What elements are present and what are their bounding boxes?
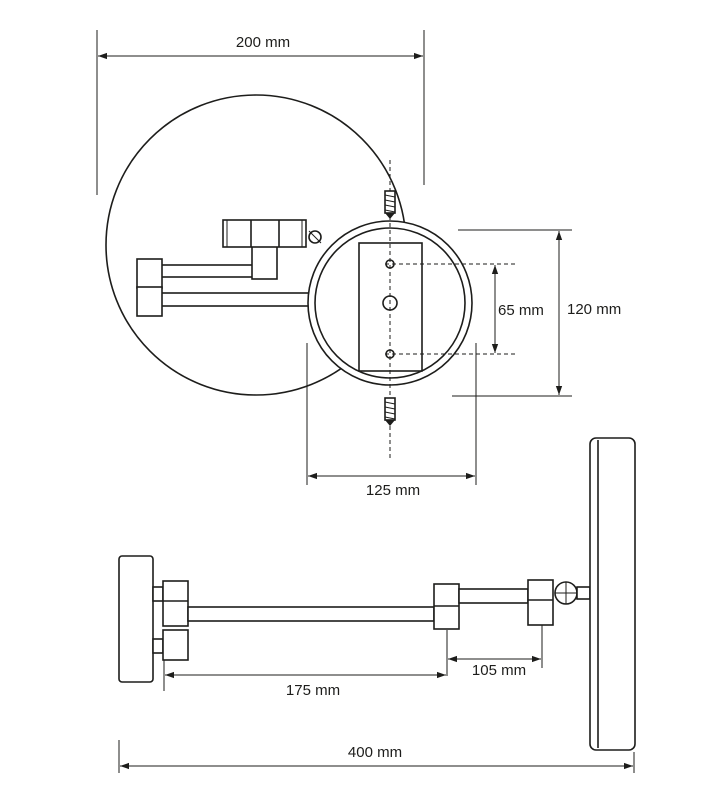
long-arm-label: 175 mm (286, 682, 340, 699)
hole-spacing-label: 65 mm (498, 302, 544, 319)
dimension-plate-height: 120 mm (452, 229, 621, 397)
dimension-mirror-diameter: 200 mm (96, 30, 425, 195)
front-arm-knuckle-top (136, 258, 163, 289)
center-hole (382, 295, 398, 311)
front-arm-knuckle-bottom (136, 286, 163, 317)
front-view (105, 94, 515, 460)
dimension-short-arm: 105 mm (446, 625, 543, 679)
dimension-long-arm: 175 mm (163, 660, 446, 699)
front-arm-assembly (136, 219, 322, 317)
upper-screw (384, 190, 396, 219)
plate-width-label: 125 mm (366, 482, 420, 499)
front-arm-upper-bar (159, 264, 257, 278)
side-wall-plate (118, 555, 154, 683)
front-arm-lower-bar (159, 292, 311, 307)
dimension-plate-width: 125 mm (306, 343, 477, 499)
side-mirror-connector (576, 586, 591, 600)
dimension-hole-spacing: 65 mm (491, 265, 544, 353)
upper-screw-hole (385, 259, 395, 269)
lower-screw (384, 397, 396, 426)
total-length-label: 400 mm (348, 744, 402, 761)
dimension-total-length: 400 mm (118, 740, 635, 773)
side-mirror (589, 437, 636, 751)
plate-height-label: 120 mm (567, 301, 621, 318)
short-arm-label: 105 mm (472, 662, 526, 679)
side-plate-stub-top (152, 586, 164, 602)
side-knuckle-top (162, 580, 189, 627)
side-plate-stub-bottom (152, 638, 164, 654)
mirror-diameter-label: 200 mm (236, 34, 290, 51)
side-hinge-block (527, 579, 554, 626)
side-knuckle-bottom (162, 629, 189, 661)
side-long-arm (187, 606, 435, 622)
front-arm-hinge-block (222, 219, 307, 248)
lower-screw-hole (385, 349, 395, 359)
side-view (118, 437, 636, 751)
side-short-arm (458, 588, 529, 604)
front-arm-vertical-joint (251, 244, 278, 280)
